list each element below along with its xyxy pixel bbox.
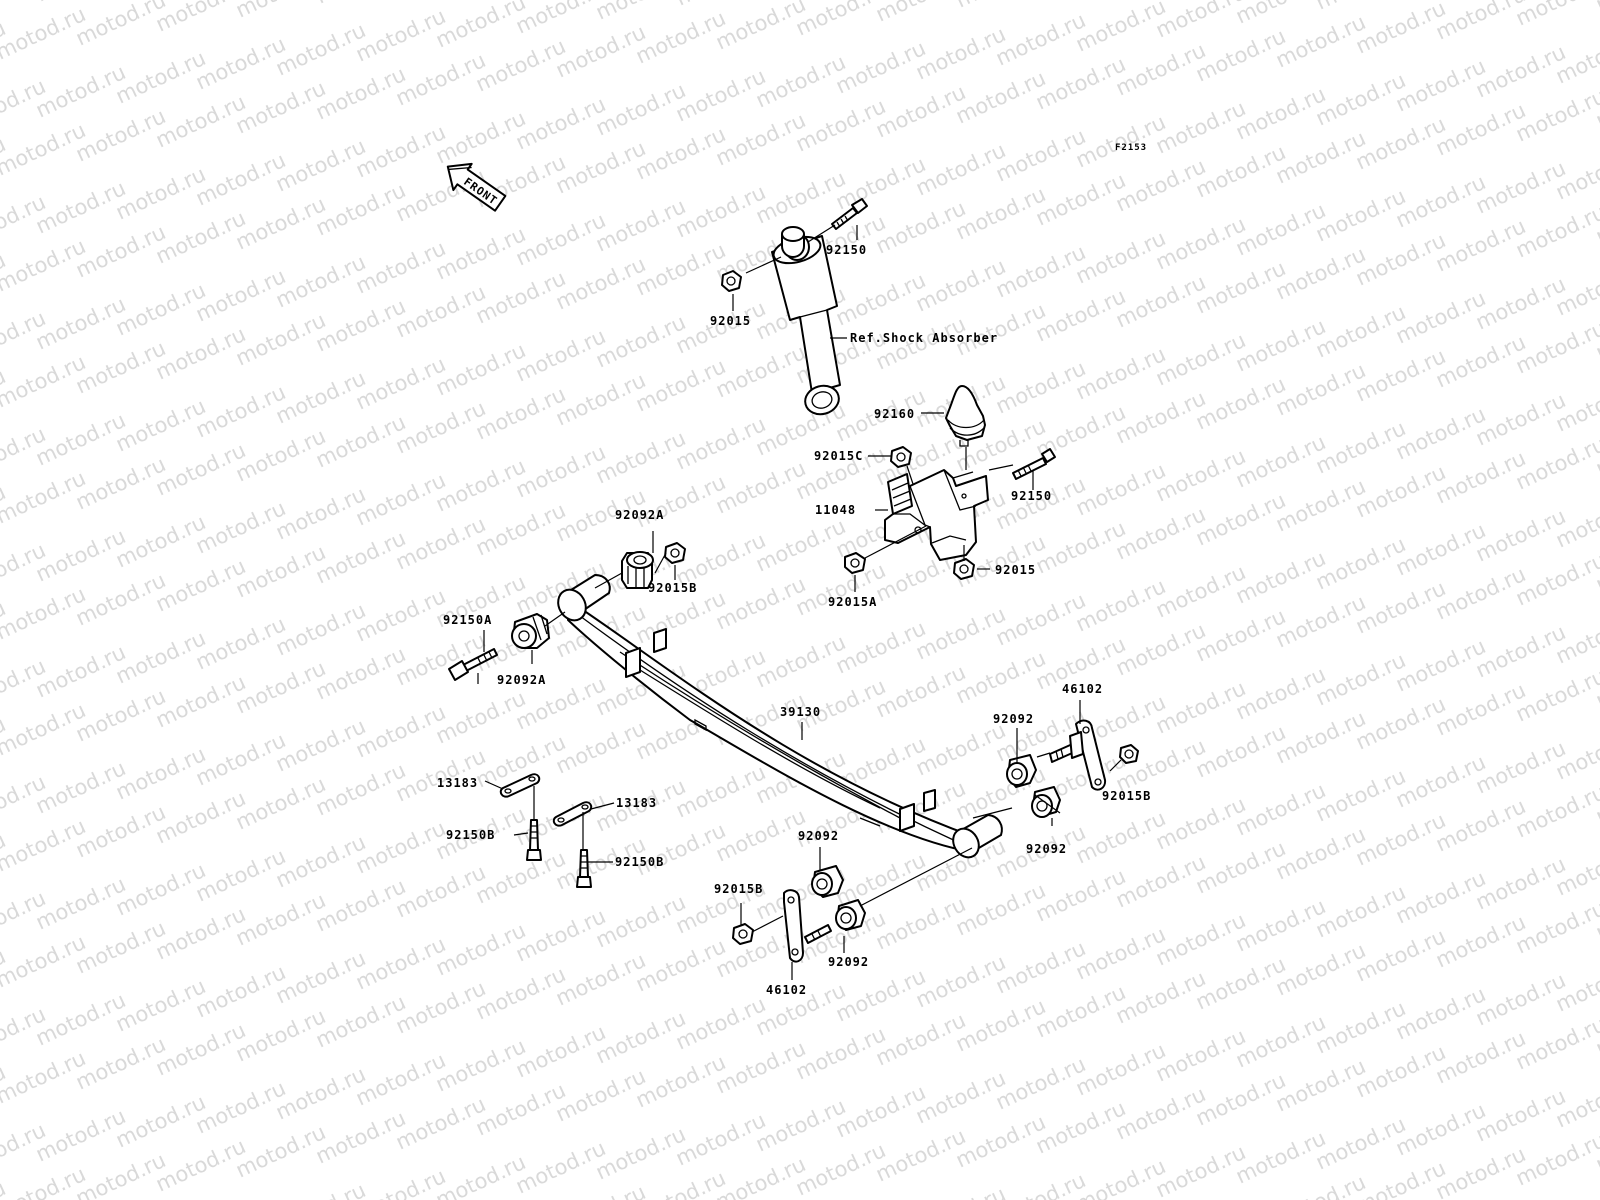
label-92150-top: 92150 [826, 243, 867, 257]
bolt-92150B-right [576, 849, 592, 888]
nut-92015B-front [664, 542, 686, 564]
label-92015C: 92015C [814, 449, 863, 463]
bolt-92150A [448, 648, 498, 681]
watermark-text: motod.ru [232, 0, 329, 23]
watermark-text: motod.ru [1512, 0, 1600, 31]
bump-stop-92160 [945, 385, 986, 447]
nut-92015A [844, 552, 866, 574]
watermark-text: motod.ru [592, 0, 689, 25]
bolt-92150-bracket [1012, 448, 1056, 480]
label-92092-mid-top: 92092 [798, 829, 839, 843]
label-92092-rear-low: 92092 [1026, 842, 1067, 856]
bushing-92092A-top [621, 551, 654, 589]
watermark-text: motod.ru [872, 0, 969, 27]
label-92015-top: 92015 [710, 314, 751, 328]
label-92015A: 92015A [828, 595, 877, 609]
label-92092A-top: 92092A [615, 508, 664, 522]
watermark-text: motod.ru [912, 1182, 1009, 1200]
label-92092-mid-low: 92092 [828, 955, 869, 969]
bolt-92150B-left [526, 819, 542, 861]
watermark-text: motod.ru [712, 0, 809, 55]
watermark-text: motod.ru [312, 0, 409, 9]
bracket-11048 [884, 469, 989, 561]
watermark-text: motod.ru [0, 1176, 9, 1200]
label-39130: 39130 [780, 705, 821, 719]
watermark-text: motod.ru [1312, 0, 1409, 15]
plate-13183-right [552, 801, 593, 827]
bushing-92092-mid-low [835, 899, 866, 931]
nut-92015B-rear [1119, 744, 1139, 764]
watermark-text: motod.ru [952, 0, 1049, 13]
shock-absorber [771, 226, 841, 416]
label-92015B-rear: 92015B [1102, 789, 1151, 803]
watermark-text: motod.ru [672, 0, 769, 11]
watermark-text: motod.ru [72, 0, 169, 51]
leader-lines [477, 224, 1122, 980]
label-92015-bracket: 92015 [995, 563, 1036, 577]
label-13183-right: 13183 [616, 796, 657, 810]
label-92150-bracket: 92150 [1011, 489, 1052, 503]
label-92092-rear-top: 92092 [993, 712, 1034, 726]
leaf-spring-39130 [557, 574, 1003, 859]
nut-92015-top [721, 270, 742, 292]
nut-92015C [890, 446, 912, 468]
watermark-text: motod.ru [272, 1178, 369, 1200]
label-ref-shock-absorber: Ref.Shock Absorber [850, 331, 998, 345]
label-92015B-front: 92015B [648, 581, 697, 595]
shackle-46102-rear [1049, 719, 1107, 791]
label-92150B-left: 92150B [446, 828, 495, 842]
bushing-92092A-low [511, 613, 550, 649]
watermark-text: motod.ru [432, 0, 529, 53]
label-92092A-low: 92092A [497, 673, 546, 687]
label-92150B-right: 92150B [615, 855, 664, 869]
label-92015B-lower: 92015B [714, 882, 763, 896]
part-labels: 92150 92015 Ref.Shock Absorber 92160 920… [437, 243, 1151, 997]
label-46102-rear: 46102 [1062, 682, 1103, 696]
plate-13183-left [499, 773, 541, 798]
watermark-text: motod.ru [1592, 0, 1600, 17]
shackle-46102-lower [783, 889, 832, 963]
watermark-text: motod.ru [712, 1152, 809, 1200]
watermark-text: motod.ru [1352, 1156, 1449, 1200]
nut-92015B-lower [732, 923, 754, 945]
label-46102-lower: 46102 [766, 983, 807, 997]
bushing-92092-rear-low [1031, 786, 1061, 818]
watermark-text: motod.ru [1232, 0, 1329, 29]
bolt-92150-top [831, 198, 868, 230]
label-13183-left: 13183 [437, 776, 478, 790]
watermark-text: motod.ru [1072, 1154, 1169, 1200]
label-92160: 92160 [874, 407, 915, 421]
figure-code: F2153 [1115, 143, 1147, 153]
label-11048: 11048 [815, 503, 856, 517]
label-92150A: 92150A [443, 613, 492, 627]
bushing-92092-mid-top [811, 865, 844, 898]
nut-92015-bracket [953, 558, 975, 580]
